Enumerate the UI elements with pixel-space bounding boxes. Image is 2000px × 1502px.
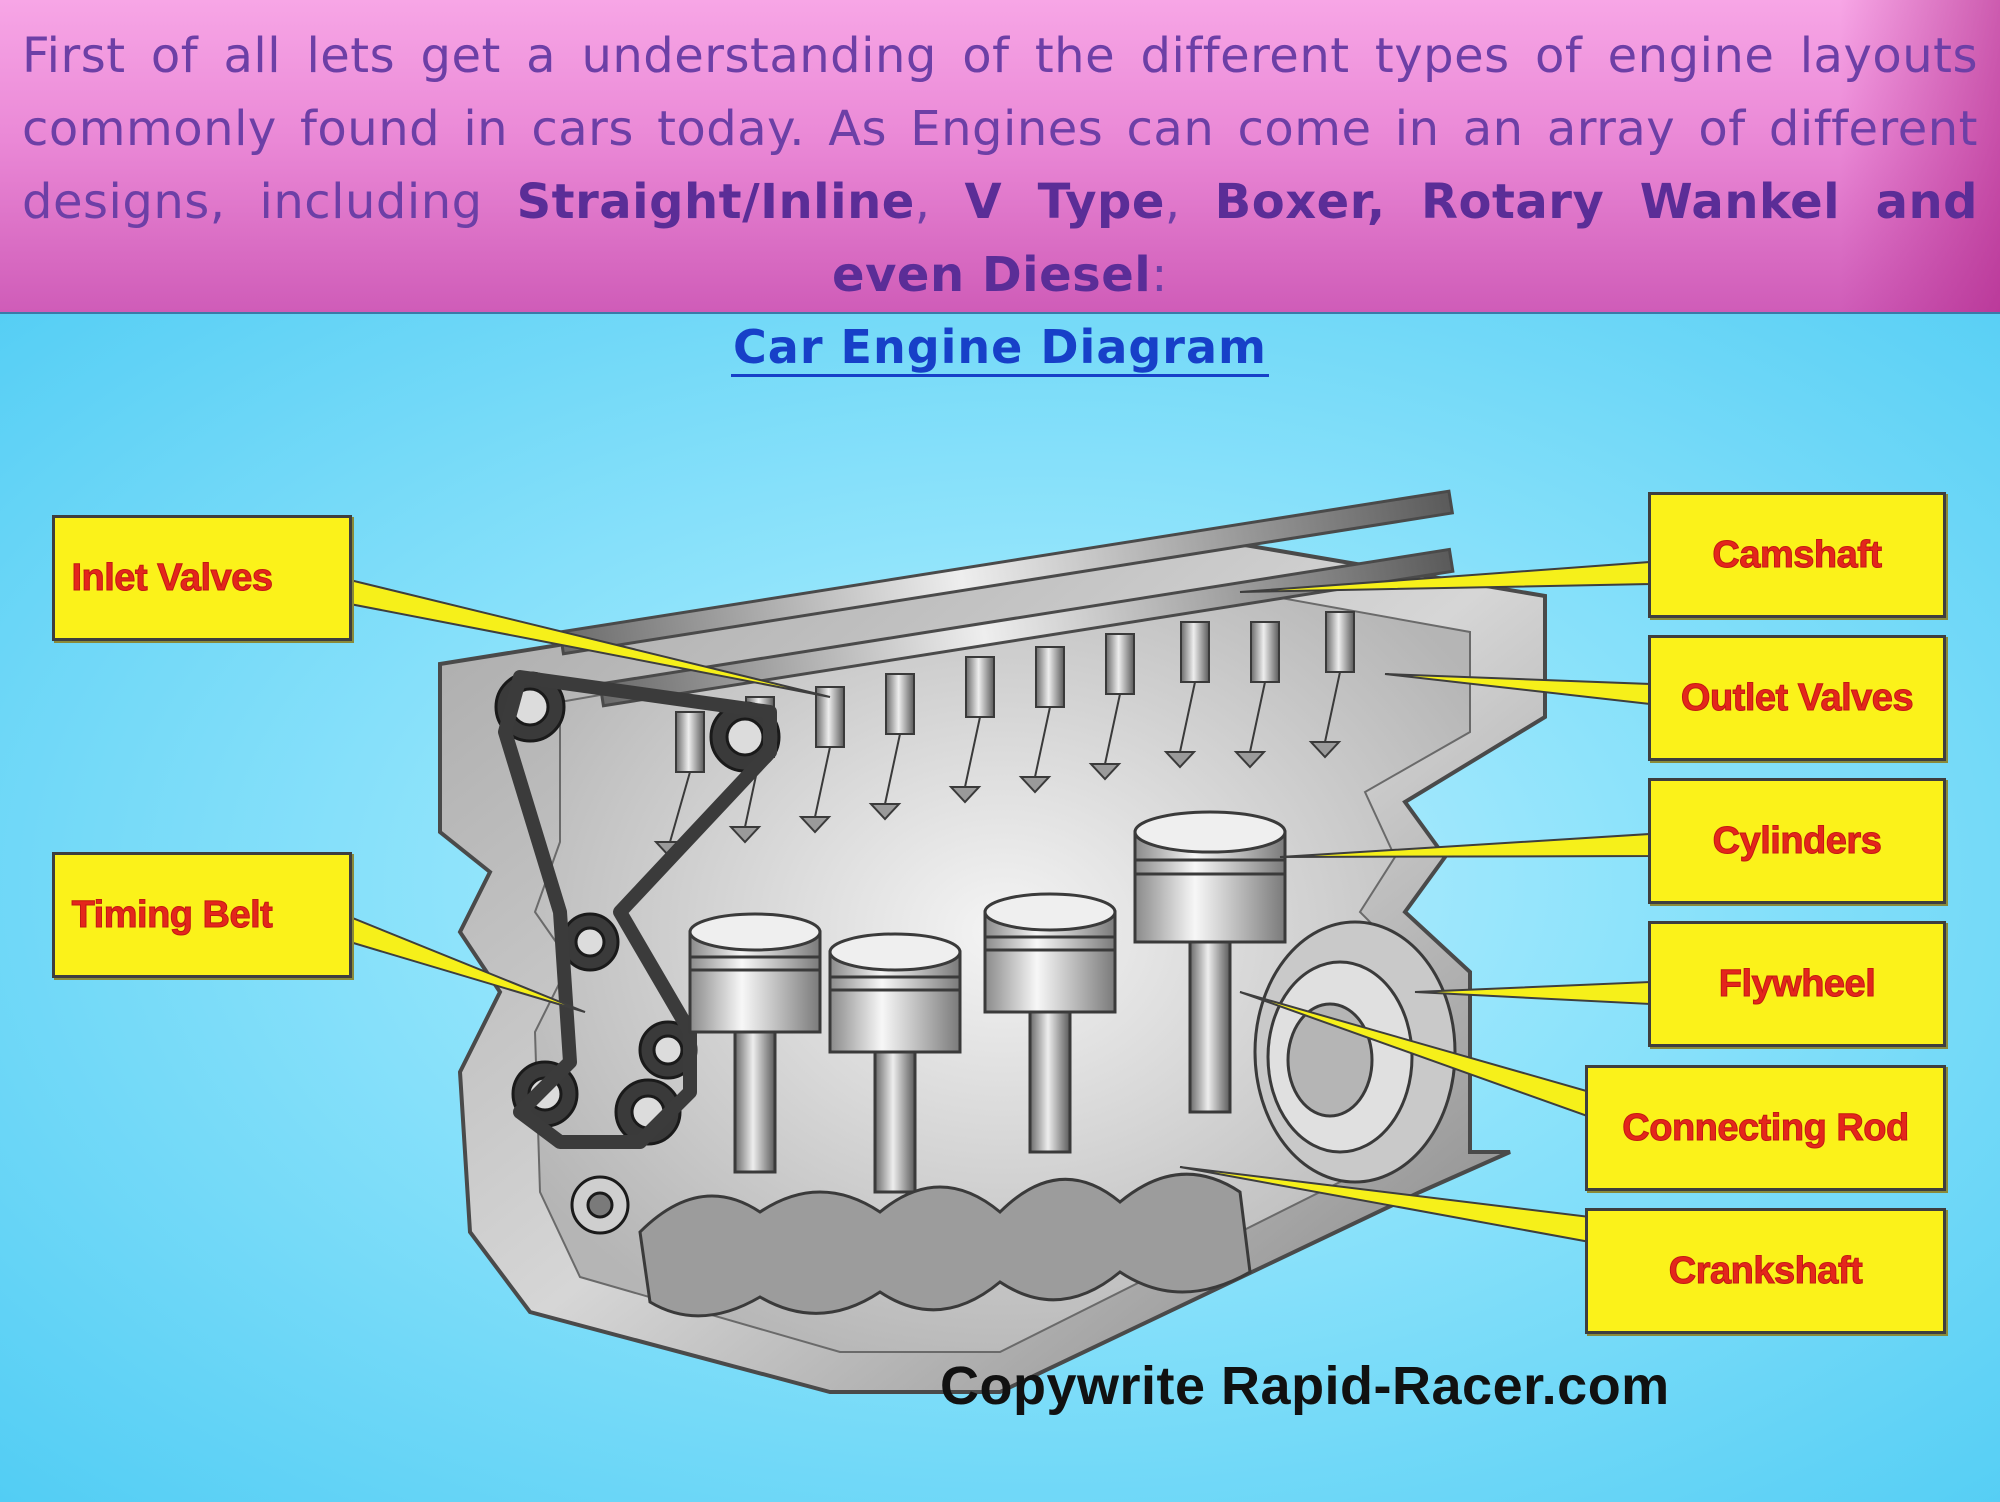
label-outlet-valves: Outlet Valves — [1648, 635, 1946, 761]
label-connecting-rod: Connecting Rod — [1585, 1065, 1946, 1191]
engine-illustration — [349, 489, 1651, 1394]
pointer-lines — [349, 560, 1651, 1244]
label-flywheel: Flywheel — [1648, 921, 1946, 1047]
intro-v-type: V Type — [964, 174, 1165, 230]
diagram-title-text: Car Engine Diagram — [731, 320, 1269, 377]
pistons — [688, 810, 1287, 1194]
intro-part1: First of all lets get a understanding of… — [22, 28, 1978, 230]
label-crankshaft: Crankshaft — [1585, 1208, 1946, 1334]
label-cylinders: Cylinders — [1648, 778, 1946, 904]
copyright-text: Copywrite Rapid-Racer.com — [940, 1356, 1670, 1416]
label-timing-belt: Timing Belt — [52, 852, 352, 978]
intro-sep2: , — [1164, 174, 1215, 230]
timing-pulleys — [494, 671, 781, 1235]
intro-sep1: , — [914, 174, 965, 230]
intro-text: First of all lets get a understanding of… — [22, 20, 1978, 312]
diagram-title: Car Engine Diagram — [0, 320, 2000, 377]
label-inlet-valves: Inlet Valves — [52, 515, 352, 641]
intro-end: : — [1151, 247, 1168, 303]
intro-straight-inline: Straight/Inline — [516, 174, 915, 230]
crankshaft-shape — [638, 1172, 1252, 1318]
timing-belt-path — [498, 670, 777, 1149]
intro-engine-types: Boxer, Rotary Wankel and even Diesel — [832, 174, 1978, 303]
label-camshaft: Camshaft — [1648, 492, 1946, 618]
slide-header: First of all lets get a understanding of… — [0, 0, 2000, 312]
